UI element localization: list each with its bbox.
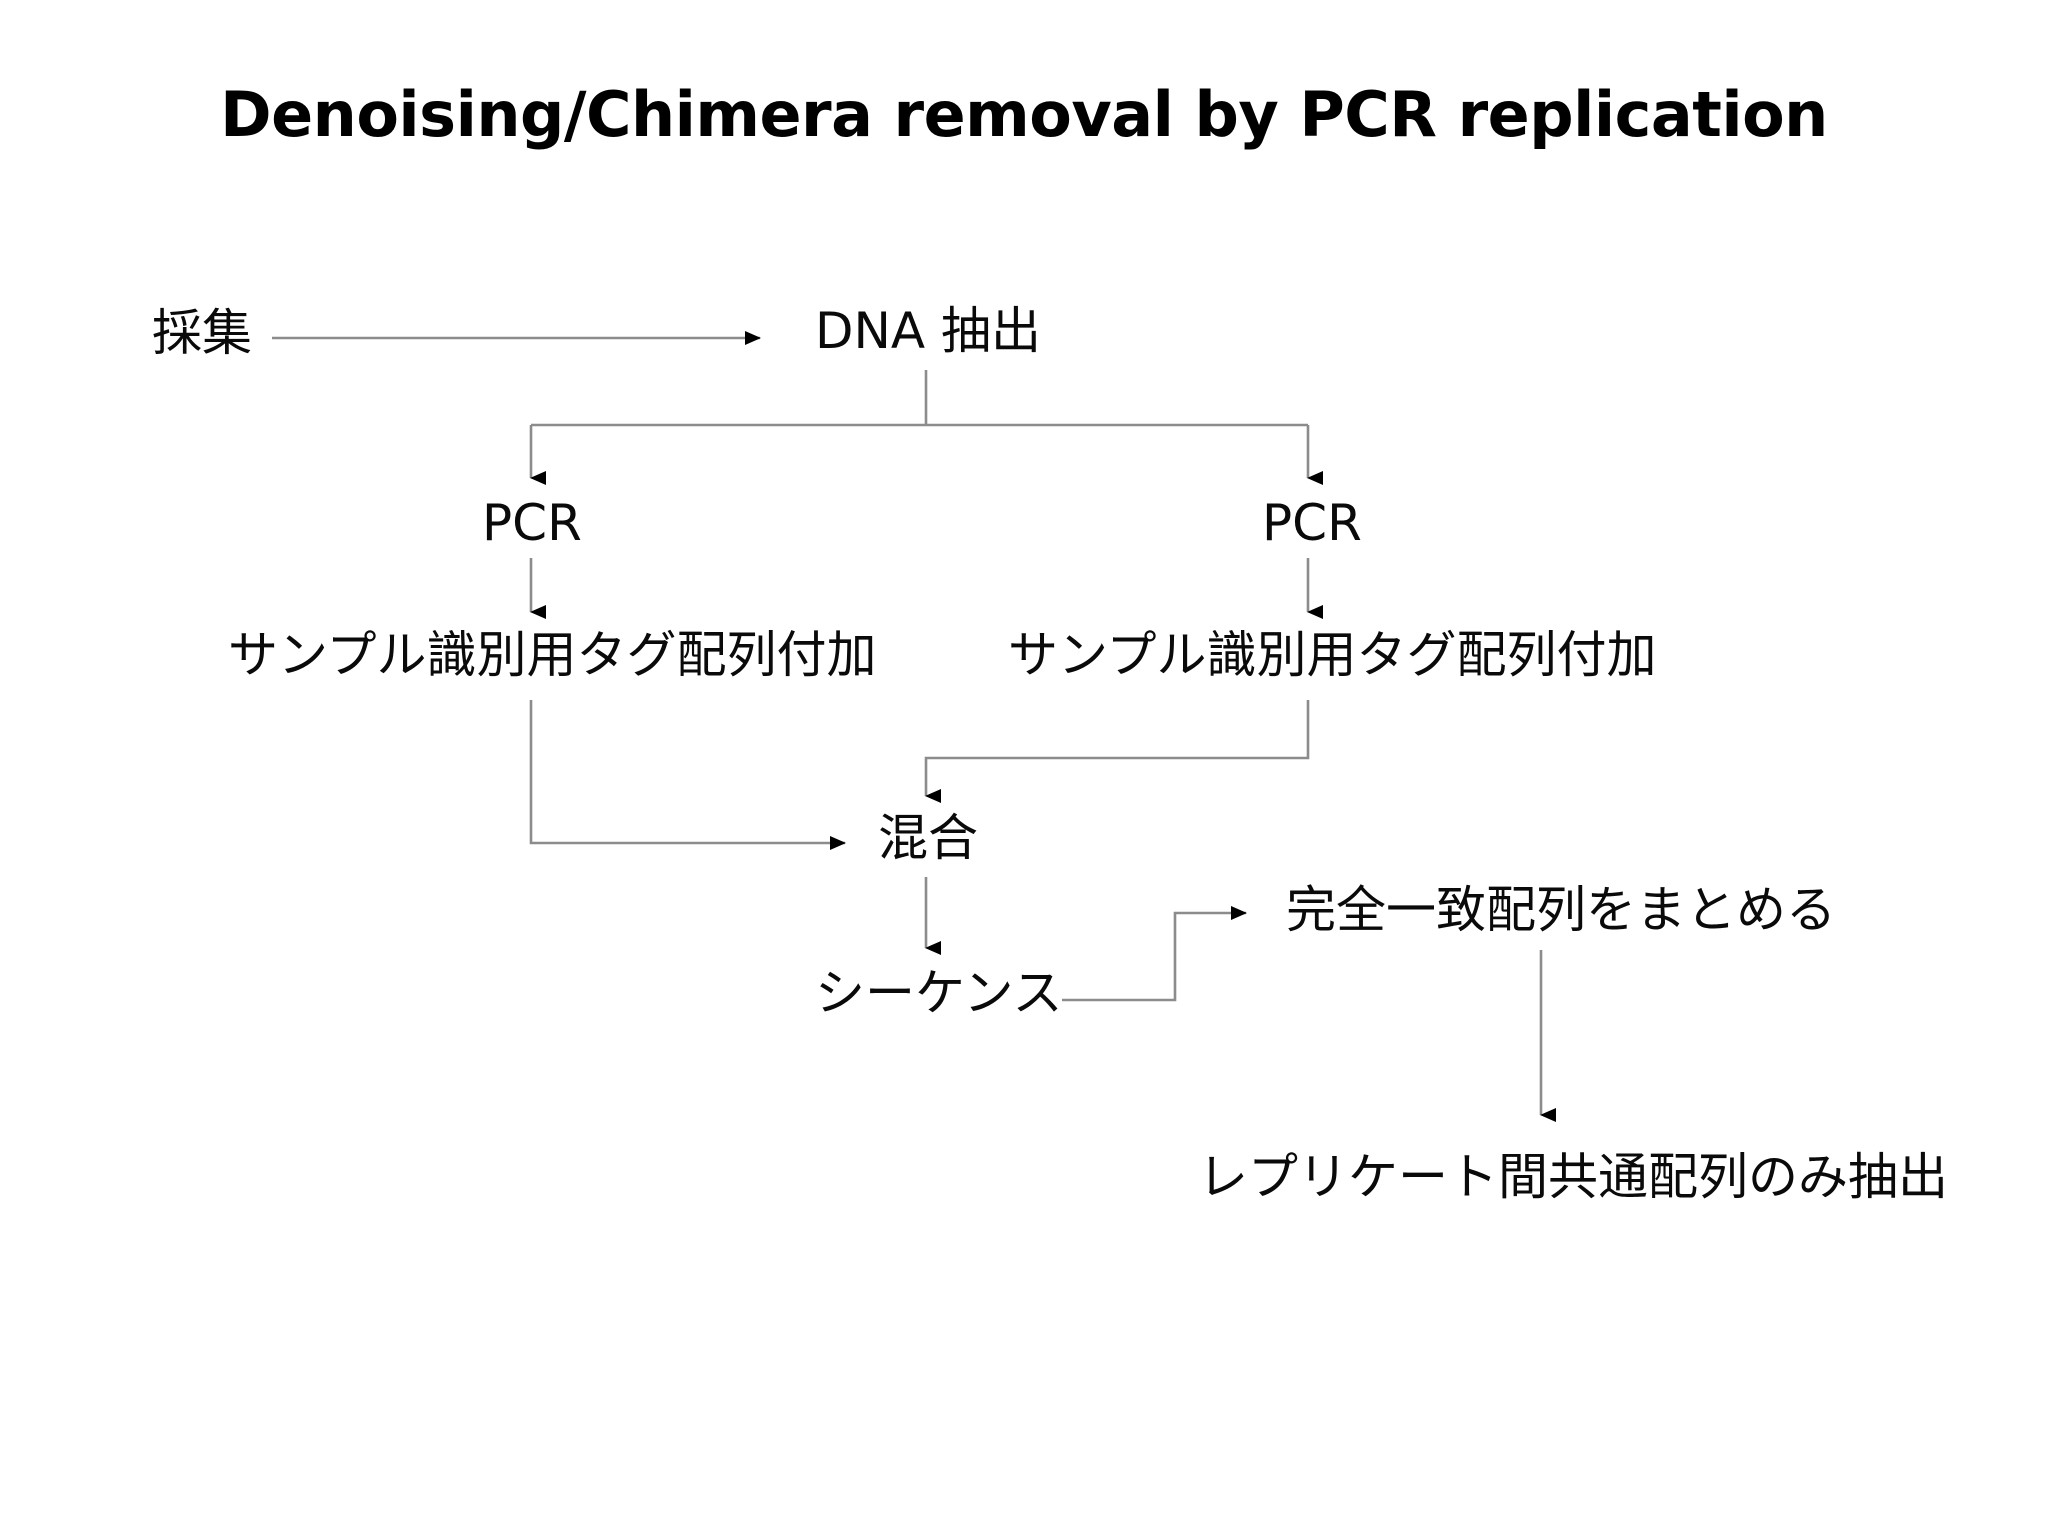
edge-sequence-to-merge — [1062, 906, 1247, 1002]
flow-node-sequence[interactable]: シーケンス — [815, 964, 1063, 1022]
edge-tag-left-to-mix — [529, 700, 846, 850]
flow-node-pcr-left[interactable]: PCR — [482, 494, 582, 552]
flow-node-collect[interactable]: 採集 — [152, 304, 252, 362]
flow-node-extract-shared-replicate-sequences[interactable]: レプリケート間共通配列のみ抽出 — [1198, 1148, 1948, 1206]
edge-tag-right-to-mix — [924, 700, 1310, 803]
flow-node-dna-extraction[interactable]: DNA 抽出 — [815, 302, 1042, 360]
flow-node-mix[interactable]: 混合 — [878, 809, 978, 867]
flow-node-merge-identical-sequences[interactable]: 完全一致配列をまとめる — [1286, 881, 1836, 939]
flow-node-tag-right[interactable]: サンプル識別用タグ配列付加 — [1008, 626, 1657, 684]
flow-node-tag-left[interactable]: サンプル識別用タグ配列付加 — [228, 626, 877, 684]
page-title: Denoising/Chimera removal by PCR replica… — [220, 78, 1828, 151]
flow-node-pcr-right[interactable]: PCR — [1262, 494, 1362, 552]
